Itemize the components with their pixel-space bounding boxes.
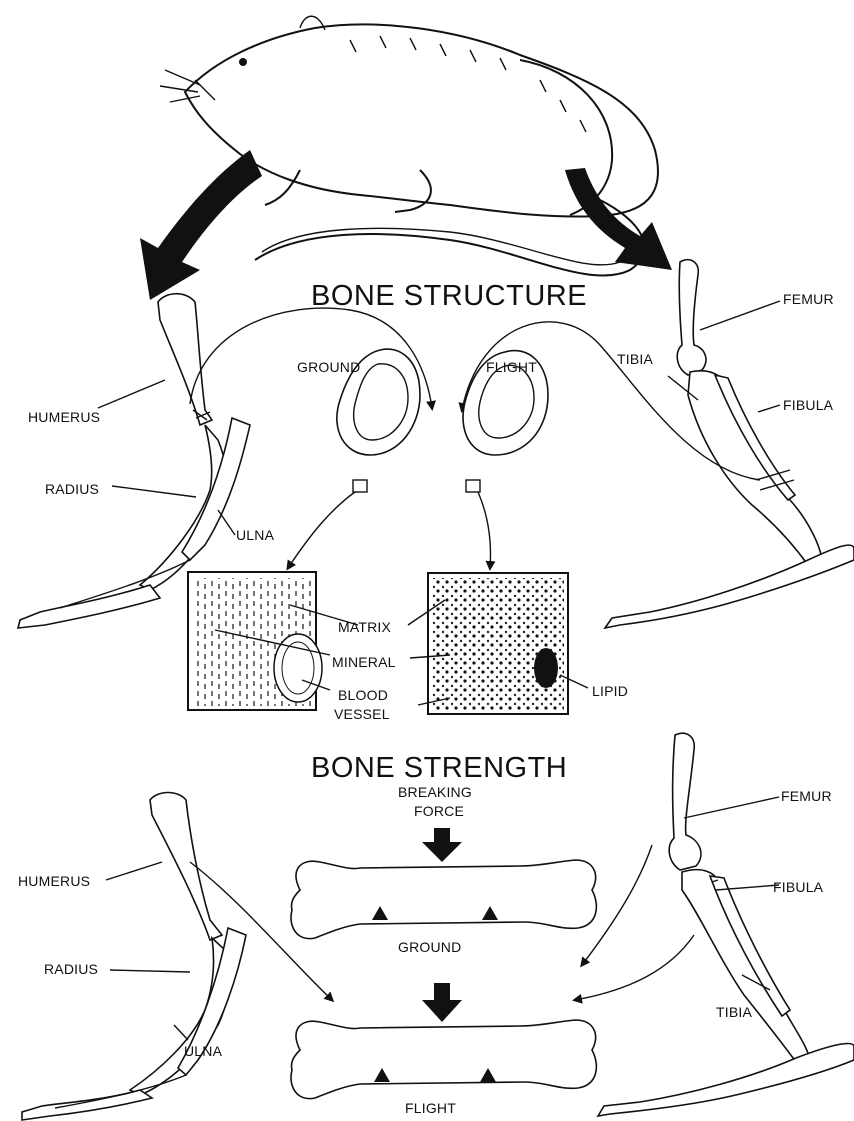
label-ulna-structure: ULNA (236, 527, 275, 543)
bending-specimen-ground (291, 860, 596, 939)
label-breaking: BREAKING (398, 784, 472, 800)
label-radius-strength: RADIUS (44, 961, 98, 977)
label-ground-structure: GROUND (297, 359, 360, 375)
label-blood: BLOOD (338, 687, 388, 703)
label-humerus-structure: HUMERUS (28, 409, 100, 425)
label-mineral: MINERAL (332, 654, 396, 670)
label-lipid: LIPID (592, 683, 628, 699)
microstructure-ground (188, 572, 322, 710)
label-ulna-strength: ULNA (184, 1043, 223, 1059)
label-force: FORCE (414, 803, 464, 819)
label-flight-structure: FLIGHT (486, 359, 537, 375)
hindlimb-top (605, 260, 854, 628)
label-matrix: MATRIX (338, 619, 392, 635)
label-femur-structure: FEMUR (783, 291, 834, 307)
label-humerus-strength: HUMERUS (18, 873, 90, 889)
label-fibula-structure: FIBULA (783, 397, 834, 413)
label-flight-strength: FLIGHT (405, 1100, 456, 1116)
bending-specimen-flight (291, 1020, 596, 1099)
rat-illustration (140, 16, 672, 300)
microstructure-flight (428, 573, 568, 714)
label-vessel: VESSEL (334, 706, 390, 722)
label-fibula-strength: FIBULA (773, 879, 824, 895)
label-femur-strength: FEMUR (781, 788, 832, 804)
bone-structure-title: BONE STRUCTURE (311, 280, 587, 312)
label-radius-structure: RADIUS (45, 481, 99, 497)
bone-strength-title: BONE STRENGTH (311, 752, 567, 784)
label-tibia-structure: TIBIA (617, 351, 653, 367)
forelimb-bottom (22, 793, 246, 1121)
label-ground-strength: GROUND (398, 939, 461, 955)
label-tibia-strength: TIBIA (716, 1004, 752, 1020)
